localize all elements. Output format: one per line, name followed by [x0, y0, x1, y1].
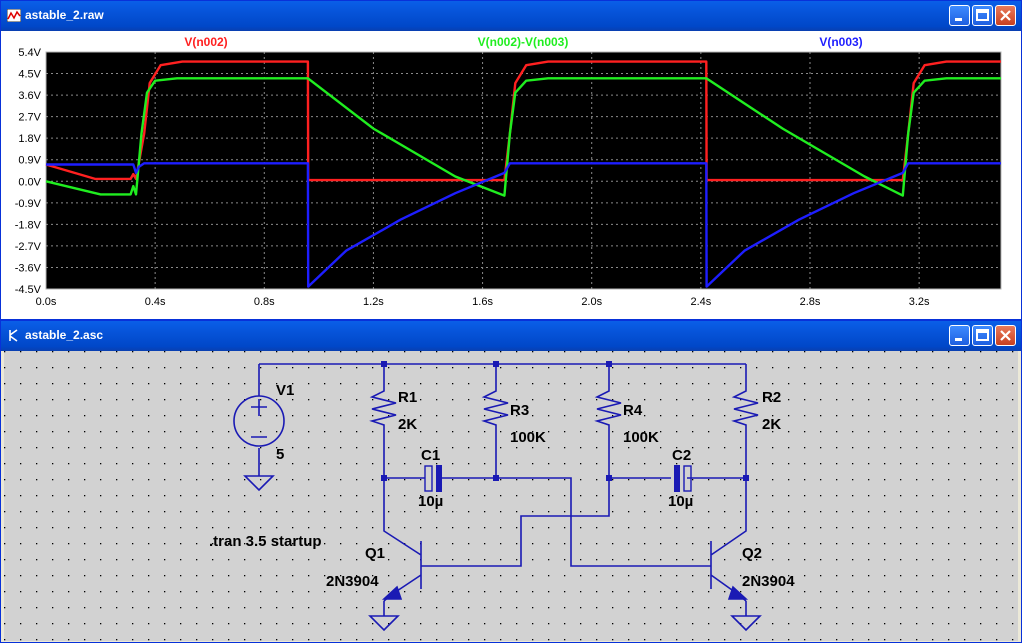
close-button[interactable] [995, 5, 1016, 26]
q2-emitter-arrow-icon [727, 585, 749, 600]
trace-V(n002)-V(n003)[interactable] [45, 77, 1001, 197]
ground-symbols [243, 475, 762, 632]
x-tick-label: 0.0s [36, 296, 57, 308]
wires [258, 363, 747, 616]
r2-value[interactable]: 2K [762, 416, 781, 433]
close-icon [1000, 330, 1011, 341]
window-title: astable_2.asc [25, 328, 104, 342]
trace-V(n003)[interactable] [46, 162, 1001, 288]
minimize-button[interactable] [949, 325, 970, 346]
y-tick-label: -4.5V [15, 284, 42, 296]
minimize-icon [955, 338, 962, 341]
v1-value[interactable]: 5 [276, 446, 284, 463]
y-tick-label: 1.8V [18, 133, 41, 145]
x-axis: 0.0s 0.4s 0.8s 1.2s 1.6s 2.0s 2.4s 2.8s 3.2s [36, 296, 930, 308]
x-tick-label: 2.4s [690, 296, 711, 308]
y-tick-label: 3.6V [18, 90, 41, 102]
ground-icon [730, 615, 762, 632]
maximize-icon [976, 329, 989, 341]
y-axis: 5.4V 4.5V 3.6V 2.7V 1.8V 0.9V 0.0V -0.9V -1.8V -2… [15, 47, 42, 296]
wire-junctions [381, 361, 749, 481]
maximize-icon [976, 9, 989, 21]
schematic-canvas[interactable]: V1 5 R1 2K R3 100K R4 100K R2 2K C1 10µ … [4, 351, 1018, 641]
legend-entry[interactable]: V(n002)-V(n003) [478, 35, 569, 49]
q1-emitter-arrow-icon [381, 585, 403, 600]
y-tick-label: 0.0V [18, 176, 41, 188]
plot-area [46, 52, 1001, 289]
r2-zigzag-icon [731, 381, 759, 431]
q1-name[interactable]: Q1 [365, 545, 385, 562]
c1-value[interactable]: 10µ [418, 493, 443, 510]
x-tick-label: 1.2s [363, 296, 384, 308]
y-tick-label: 4.5V [18, 69, 41, 81]
r4-value[interactable]: 100K [623, 429, 659, 446]
voltage-source-symbol[interactable] [233, 395, 285, 447]
v1-name[interactable]: V1 [276, 382, 294, 399]
spice-directive[interactable]: .tran 3.5 startup [209, 533, 322, 550]
r1-value[interactable]: 2K [398, 416, 417, 433]
x-tick-label: 1.6s [472, 296, 493, 308]
q2-name[interactable]: Q2 [742, 545, 762, 562]
x-tick-label: 3.2s [909, 296, 930, 308]
legend-entry[interactable]: V(n002) [184, 35, 227, 49]
c2-name[interactable]: C2 [672, 447, 691, 464]
close-icon [1000, 10, 1011, 21]
y-tick-label: 5.4V [18, 47, 41, 59]
waveform-titlebar[interactable]: astable_2.raw [1, 1, 1021, 31]
r2-name[interactable]: R2 [762, 389, 781, 406]
x-tick-label: 2.8s [800, 296, 821, 308]
transistor-q2[interactable] [710, 521, 749, 602]
minimize-icon [955, 18, 962, 21]
capacitor-c1[interactable] [424, 465, 442, 492]
y-tick-label: -1.8V [15, 219, 42, 231]
q2-model[interactable]: 2N3904 [742, 573, 795, 590]
y-tick-label: -0.9V [15, 198, 42, 210]
x-tick-label: 0.8s [254, 296, 275, 308]
window-title: astable_2.raw [25, 8, 104, 22]
y-tick-label: -2.7V [15, 241, 42, 253]
r4-zigzag-icon [594, 381, 622, 431]
plot-frame [45, 51, 1002, 290]
y-tick-label: 0.9V [18, 155, 41, 167]
c1-plate-filled-icon [436, 465, 442, 492]
y-tick-label: 2.7V [18, 112, 41, 124]
r1-zigzag-icon [369, 381, 397, 431]
maximize-button[interactable] [972, 325, 993, 346]
waveform-plot[interactable]: 5.4V 4.5V 3.6V 2.7V 1.8V 0.9V 0.0V -0.9V -1.8V -2… [1, 31, 1021, 319]
r3-name[interactable]: R3 [510, 402, 529, 419]
x-tick-label: 0.4s [145, 296, 166, 308]
r1-name[interactable]: R1 [398, 389, 417, 406]
maximize-button[interactable] [972, 5, 993, 26]
v1-circle-icon [233, 395, 285, 447]
waveform-app-icon [7, 9, 21, 22]
plot-traces [45, 60, 1001, 288]
r4-name[interactable]: R4 [623, 402, 643, 419]
r3-value[interactable]: 100K [510, 429, 546, 446]
minimize-button[interactable] [949, 5, 970, 26]
r3-zigzag-icon [481, 381, 509, 431]
schematic-app-icon [9, 329, 18, 342]
c1-name[interactable]: C1 [421, 447, 440, 464]
legend-entry[interactable]: V(n003) [819, 35, 862, 49]
schematic-titlebar[interactable]: astable_2.asc [1, 321, 1021, 351]
x-tick-label: 2.0s [581, 296, 602, 308]
c2-plate-icon [683, 465, 692, 492]
schematic-dot-grid [4, 351, 1018, 641]
close-button[interactable] [995, 325, 1016, 346]
polarity-icon [251, 399, 267, 438]
ground-icon [368, 615, 400, 632]
capacitor-c2[interactable] [674, 465, 692, 492]
c2-plate-filled-icon [674, 465, 680, 492]
y-tick-label: -3.6V [15, 262, 42, 274]
resistor-symbols[interactable] [369, 381, 759, 431]
waveform-window: astable_2.raw 5.4V 4.5V 3.6V 2.7V 1.8V 0.9V 0.… [0, 0, 1022, 320]
q1-model[interactable]: 2N3904 [326, 573, 379, 590]
schematic-window: astable_2.asc [0, 320, 1022, 643]
c1-plate-icon [424, 465, 433, 492]
plot-legend: V(n002) V(n002)-V(n003) V(n003) [184, 35, 862, 49]
transistor-q1[interactable] [381, 521, 422, 602]
ground-icon [243, 475, 275, 492]
c2-value[interactable]: 10µ [668, 493, 693, 510]
